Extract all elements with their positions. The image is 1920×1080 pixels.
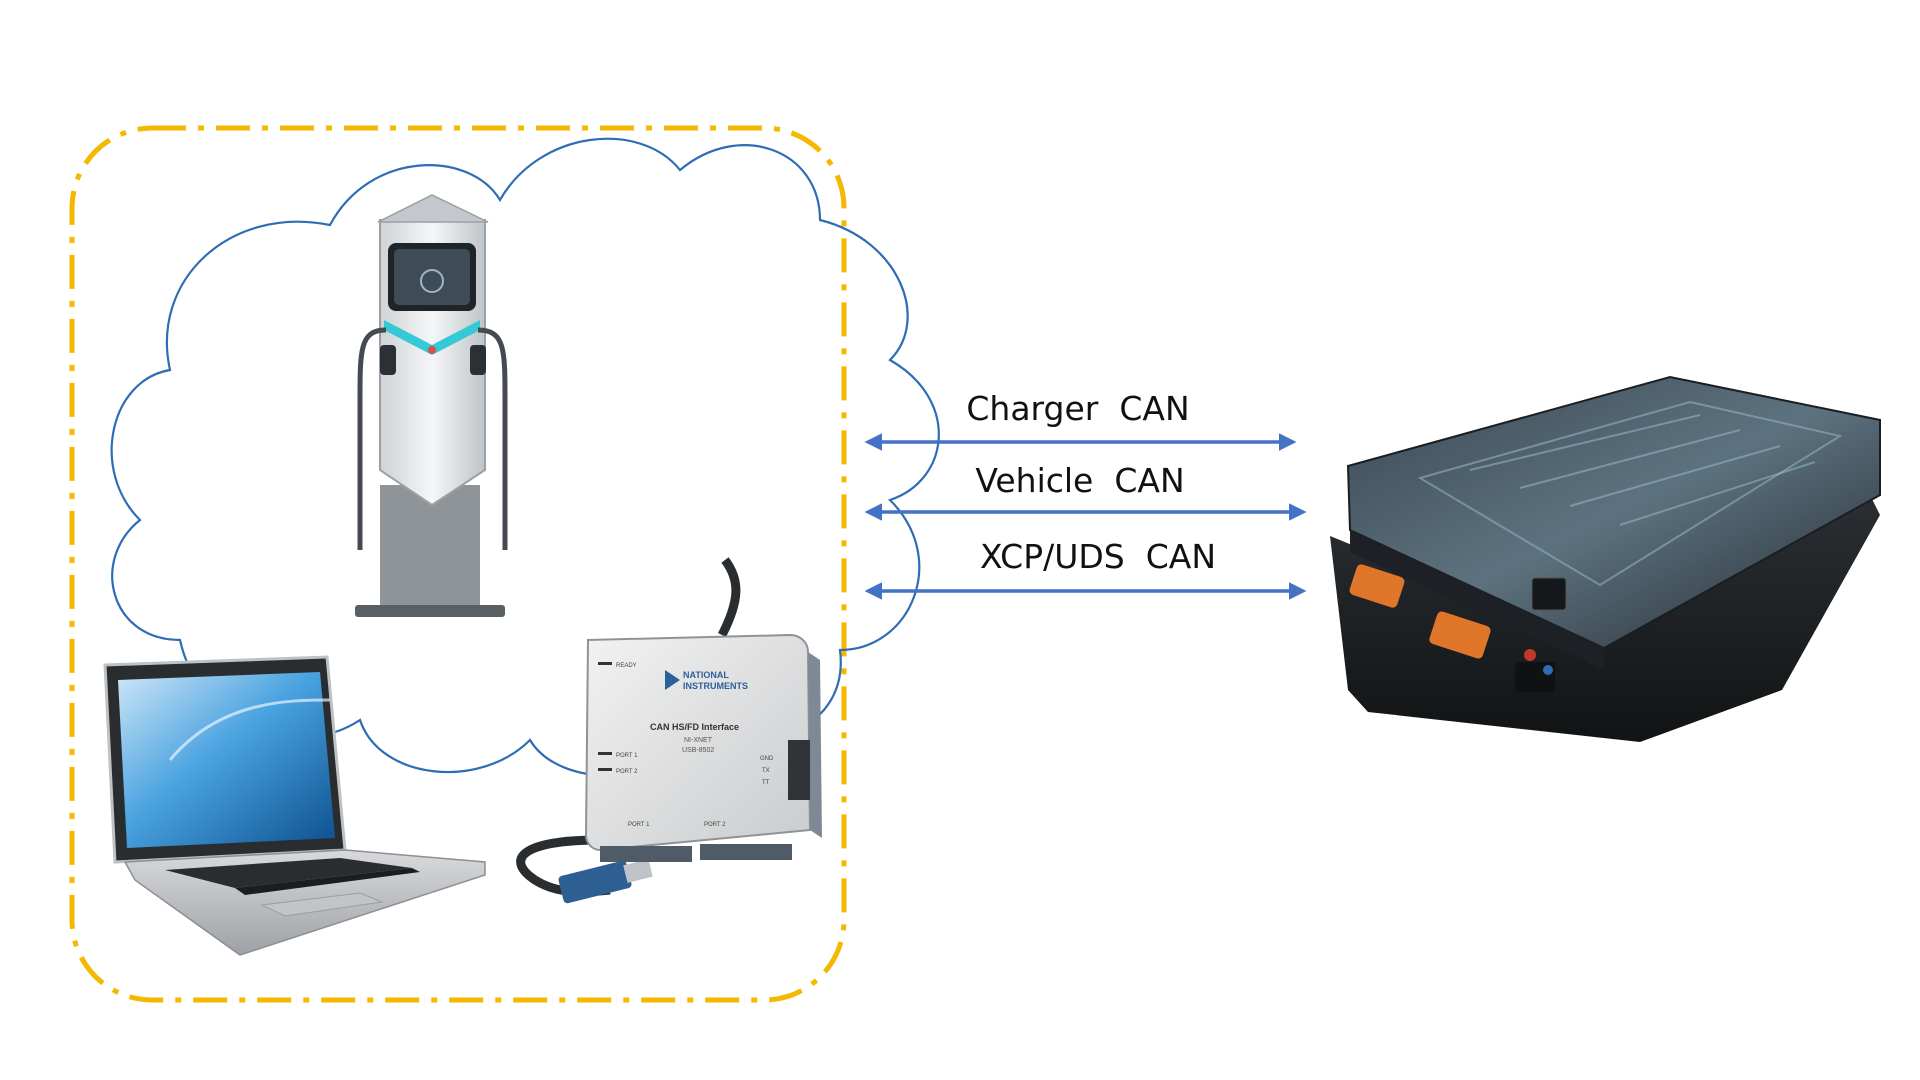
ni-brand-line1: NATIONAL [683, 670, 729, 680]
laptop-icon [103, 655, 486, 956]
link-vehicle-can: Vehicle CAN [864, 461, 1307, 521]
cloud-shape [110, 137, 940, 777]
ni-led-port2: PORT 2 [616, 769, 638, 775]
connector-orange-right [1429, 611, 1491, 659]
connector-orange-left [1349, 564, 1405, 608]
link-xcp-uds-can: XCP/UDS CAN [864, 537, 1307, 600]
ni-led-port1: PORT 1 [616, 753, 638, 759]
ni-pin-gnd: GND [760, 756, 774, 762]
ni-title: CAN HS/FD Interface [650, 722, 739, 732]
battery-pack-icon [1330, 375, 1881, 742]
link-label-charger-can: Charger CAN [966, 389, 1189, 428]
ni-port1-label: PORT 1 [628, 822, 650, 828]
ni-pin-tt: TT [762, 780, 770, 786]
link-label-xcp-uds-can: XCP/UDS CAN [980, 537, 1216, 576]
ni-model-line2: USB-8502 [682, 747, 714, 754]
ev-charger-icon [355, 194, 508, 617]
host-boundary [69, 125, 847, 1003]
ni-pin-tx: TX [762, 768, 770, 774]
ni-led-ready: READY [616, 663, 637, 669]
link-charger-can: Charger CAN [864, 389, 1297, 451]
ni-model-line1: NI-XNET [684, 737, 713, 744]
ni-port2-label: PORT 2 [704, 822, 726, 828]
link-label-vehicle-can: Vehicle CAN [975, 461, 1184, 500]
ni-can-interface-icon: NATIONAL INSTRUMENTS CAN HS/FD Interface… [516, 557, 822, 904]
ni-brand-line2: INSTRUMENTS [683, 681, 748, 691]
